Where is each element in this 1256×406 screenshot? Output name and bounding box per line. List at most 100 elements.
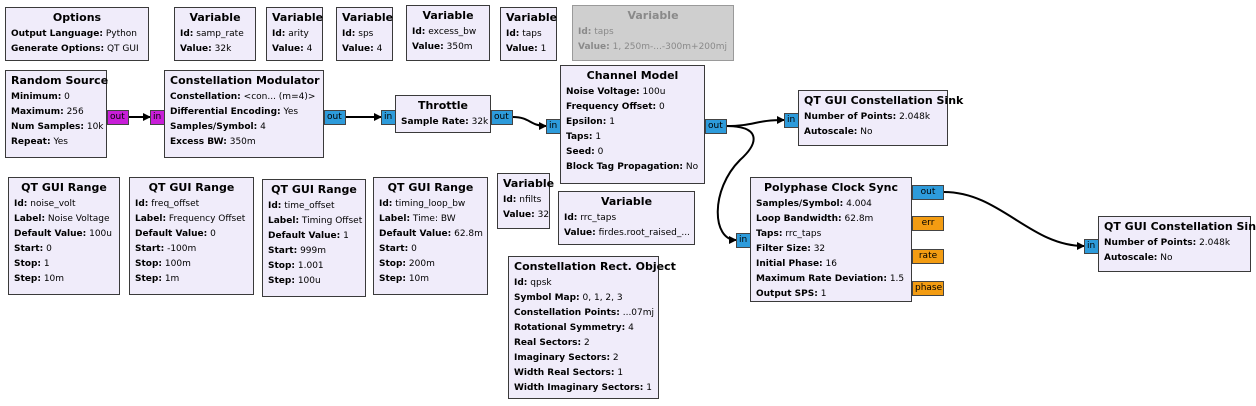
range-noise-volt-block[interactable]: QT GUI Range Id: noise_volt Label: Noise… bbox=[8, 177, 120, 295]
variable-rrc-taps-block[interactable]: Variable Id: rrc_taps Value: firdes.root… bbox=[558, 191, 695, 245]
block-title: QT GUI Range bbox=[21, 181, 107, 194]
variable-sps-block[interactable]: Variable Id: sps Value: 4 bbox=[336, 7, 393, 61]
block-title: QT GUI Constellation Sink bbox=[804, 94, 964, 107]
block-title: Variable bbox=[503, 177, 555, 190]
param-row: Num Samples: 10k bbox=[11, 122, 104, 132]
range-timing-loop-bw-block[interactable]: QT GUI Range Id: timing_loop_bw Label: T… bbox=[373, 177, 488, 295]
block-title: Variable bbox=[600, 195, 653, 208]
block-title: QT GUI Range bbox=[387, 181, 474, 194]
param-row: Id: samp_rate bbox=[180, 29, 244, 39]
constellation-sink-1-in-port[interactable]: in bbox=[784, 113, 799, 128]
block-title: Random Source bbox=[11, 74, 109, 87]
param-row: Value: 32 bbox=[503, 210, 550, 220]
constellation-modulator-out-port[interactable]: out bbox=[324, 110, 346, 125]
param-row: Value: 350m bbox=[412, 42, 473, 52]
variable-samp-rate-block[interactable]: Variable Id: samp_rate Value: 32k bbox=[174, 7, 256, 61]
param-row: Step: 10m bbox=[14, 274, 65, 284]
range-freq-offset-block[interactable]: QT GUI Range Id: freq_offset Label: Freq… bbox=[129, 177, 254, 295]
constellation-sink-2-block[interactable]: QT GUI Constellation Sink Number of Poin… bbox=[1098, 216, 1256, 272]
throttle-in-port[interactable]: in bbox=[381, 110, 396, 125]
param-row: Constellation: <con... (m=4)> bbox=[170, 92, 316, 102]
param-row: Label: Noise Voltage bbox=[14, 214, 110, 224]
param-row: Autoscale: No bbox=[1104, 253, 1173, 263]
throttle-out-port[interactable]: out bbox=[491, 110, 513, 125]
param-row: Start: 999m bbox=[268, 246, 327, 256]
block-title: Constellation Modulator bbox=[170, 74, 320, 87]
param-row: Output Language: Python bbox=[11, 29, 138, 39]
wire-channel-to-sink1 bbox=[725, 116, 785, 127]
param-row: Default Value: 0 bbox=[135, 229, 216, 239]
block-title: Variable bbox=[342, 11, 394, 24]
param-row: Stop: 100m bbox=[135, 259, 191, 269]
constellation-sink-2-in-port[interactable]: in bbox=[1084, 239, 1099, 254]
param-row: Default Value: 62.8m bbox=[379, 229, 483, 239]
param-row: Real Sectors: 2 bbox=[514, 338, 590, 348]
param-row: Start: 0 bbox=[379, 244, 417, 254]
param-row: Samples/Symbol: 4.004 bbox=[756, 199, 872, 209]
param-row: Id: taps bbox=[506, 29, 542, 39]
variable-taps-block[interactable]: Variable Id: taps Value: 1 bbox=[500, 7, 557, 61]
wire-channel-to-pcs bbox=[716, 125, 755, 244]
polyphase-clock-sync-err-port[interactable]: err bbox=[912, 216, 944, 231]
polyphase-clock-sync-block[interactable]: Polyphase Clock Sync Samples/Symbol: 4.0… bbox=[750, 177, 912, 302]
param-row: Maximum: 256 bbox=[11, 107, 84, 117]
param-row: Imaginary Sectors: 2 bbox=[514, 353, 619, 363]
param-row: Step: 100u bbox=[268, 276, 321, 286]
variable-taps-disabled-block[interactable]: Variable Id: taps Value: 1, 250m-...-300… bbox=[572, 5, 734, 61]
block-title: Channel Model bbox=[586, 69, 679, 82]
channel-model-in-port[interactable]: in bbox=[546, 119, 561, 134]
block-title: Variable bbox=[189, 11, 241, 24]
param-row: Id: noise_volt bbox=[14, 199, 76, 209]
variable-nfilts-block[interactable]: Variable Id: nfilts Value: 32 bbox=[497, 173, 555, 229]
param-row: Start: -100m bbox=[135, 244, 197, 254]
param-row: Generate Options: QT GUI bbox=[11, 44, 139, 54]
variable-arity-block[interactable]: Variable Id: arity Value: 4 bbox=[266, 7, 323, 61]
constellation-rect-object-block[interactable]: Constellation Rect. Object Id: qpsk Symb… bbox=[508, 256, 676, 399]
polyphase-clock-sync-phase-port[interactable]: phase bbox=[912, 281, 944, 296]
range-time-offset-block[interactable]: QT GUI Range Id: time_offset Label: Timi… bbox=[262, 179, 366, 297]
block-title: Variable bbox=[506, 11, 558, 24]
param-row: Value: firdes.root_raised_... bbox=[564, 228, 690, 238]
polyphase-clock-sync-in-port[interactable]: in bbox=[736, 233, 751, 248]
channel-model-block[interactable]: Channel Model Noise Voltage: 100u Freque… bbox=[560, 65, 705, 184]
constellation-sink-1-block[interactable]: QT GUI Constellation Sink Number of Poin… bbox=[798, 90, 964, 146]
param-row: Id: taps bbox=[578, 27, 614, 37]
block-title: Variable bbox=[272, 11, 324, 24]
param-row: Step: 1m bbox=[135, 274, 180, 284]
param-row: Minimum: 0 bbox=[11, 92, 70, 102]
param-row: Value: 32k bbox=[180, 44, 232, 54]
param-row: Id: freq_offset bbox=[135, 199, 200, 209]
param-row: Sample Rate: 32k bbox=[401, 117, 489, 127]
param-row: Repeat: Yes bbox=[11, 137, 68, 147]
variable-excess-bw-block[interactable]: Variable Id: excess_bw Value: 350m bbox=[406, 5, 490, 61]
block-title: Options bbox=[52, 11, 102, 24]
param-row: Symbol Map: 0, 1, 2, 3 bbox=[514, 293, 623, 303]
param-row: Step: 10m bbox=[379, 274, 430, 284]
channel-model-out-port[interactable]: out bbox=[705, 119, 727, 134]
random-source-out-port[interactable]: out bbox=[107, 110, 129, 125]
param-row: Constellation Points: ...07mj bbox=[514, 308, 655, 318]
param-row: Id: excess_bw bbox=[412, 27, 477, 37]
block-title: Polyphase Clock Sync bbox=[763, 181, 899, 194]
polyphase-clock-sync-rate-port[interactable]: rate bbox=[912, 249, 944, 264]
random-source-block[interactable]: Random Source Minimum: 0 Maximum: 256 Nu… bbox=[5, 70, 109, 158]
param-row: Default Value: 1 bbox=[268, 231, 349, 241]
throttle-block[interactable]: Throttle Sample Rate: 32k bbox=[395, 95, 491, 133]
param-row: Start: 0 bbox=[14, 244, 52, 254]
param-row: Block Tag Propagation: No bbox=[566, 162, 699, 172]
block-title: Variable bbox=[627, 9, 679, 22]
param-row: Noise Voltage: 100u bbox=[566, 87, 666, 97]
param-row: Maximum Rate Deviation: 1.5 bbox=[756, 274, 905, 284]
param-row: Label: Frequency Offset bbox=[135, 214, 246, 224]
param-row: Width Imaginary Sectors: 1 bbox=[514, 383, 652, 393]
param-row: Id: sps bbox=[342, 29, 374, 39]
block-title: Constellation Rect. Object bbox=[514, 260, 676, 273]
options-block[interactable]: Options Output Language: Python Generate… bbox=[5, 7, 149, 61]
constellation-modulator-block[interactable]: Constellation Modulator Constellation: <… bbox=[164, 70, 324, 158]
param-row: Number of Points: 2.048k bbox=[1104, 238, 1231, 248]
param-row: Default Value: 100u bbox=[14, 229, 112, 239]
constellation-modulator-in-port[interactable]: in bbox=[150, 110, 165, 125]
polyphase-clock-sync-out-port[interactable]: out bbox=[912, 185, 944, 200]
param-row: Value: 1 bbox=[506, 44, 547, 54]
